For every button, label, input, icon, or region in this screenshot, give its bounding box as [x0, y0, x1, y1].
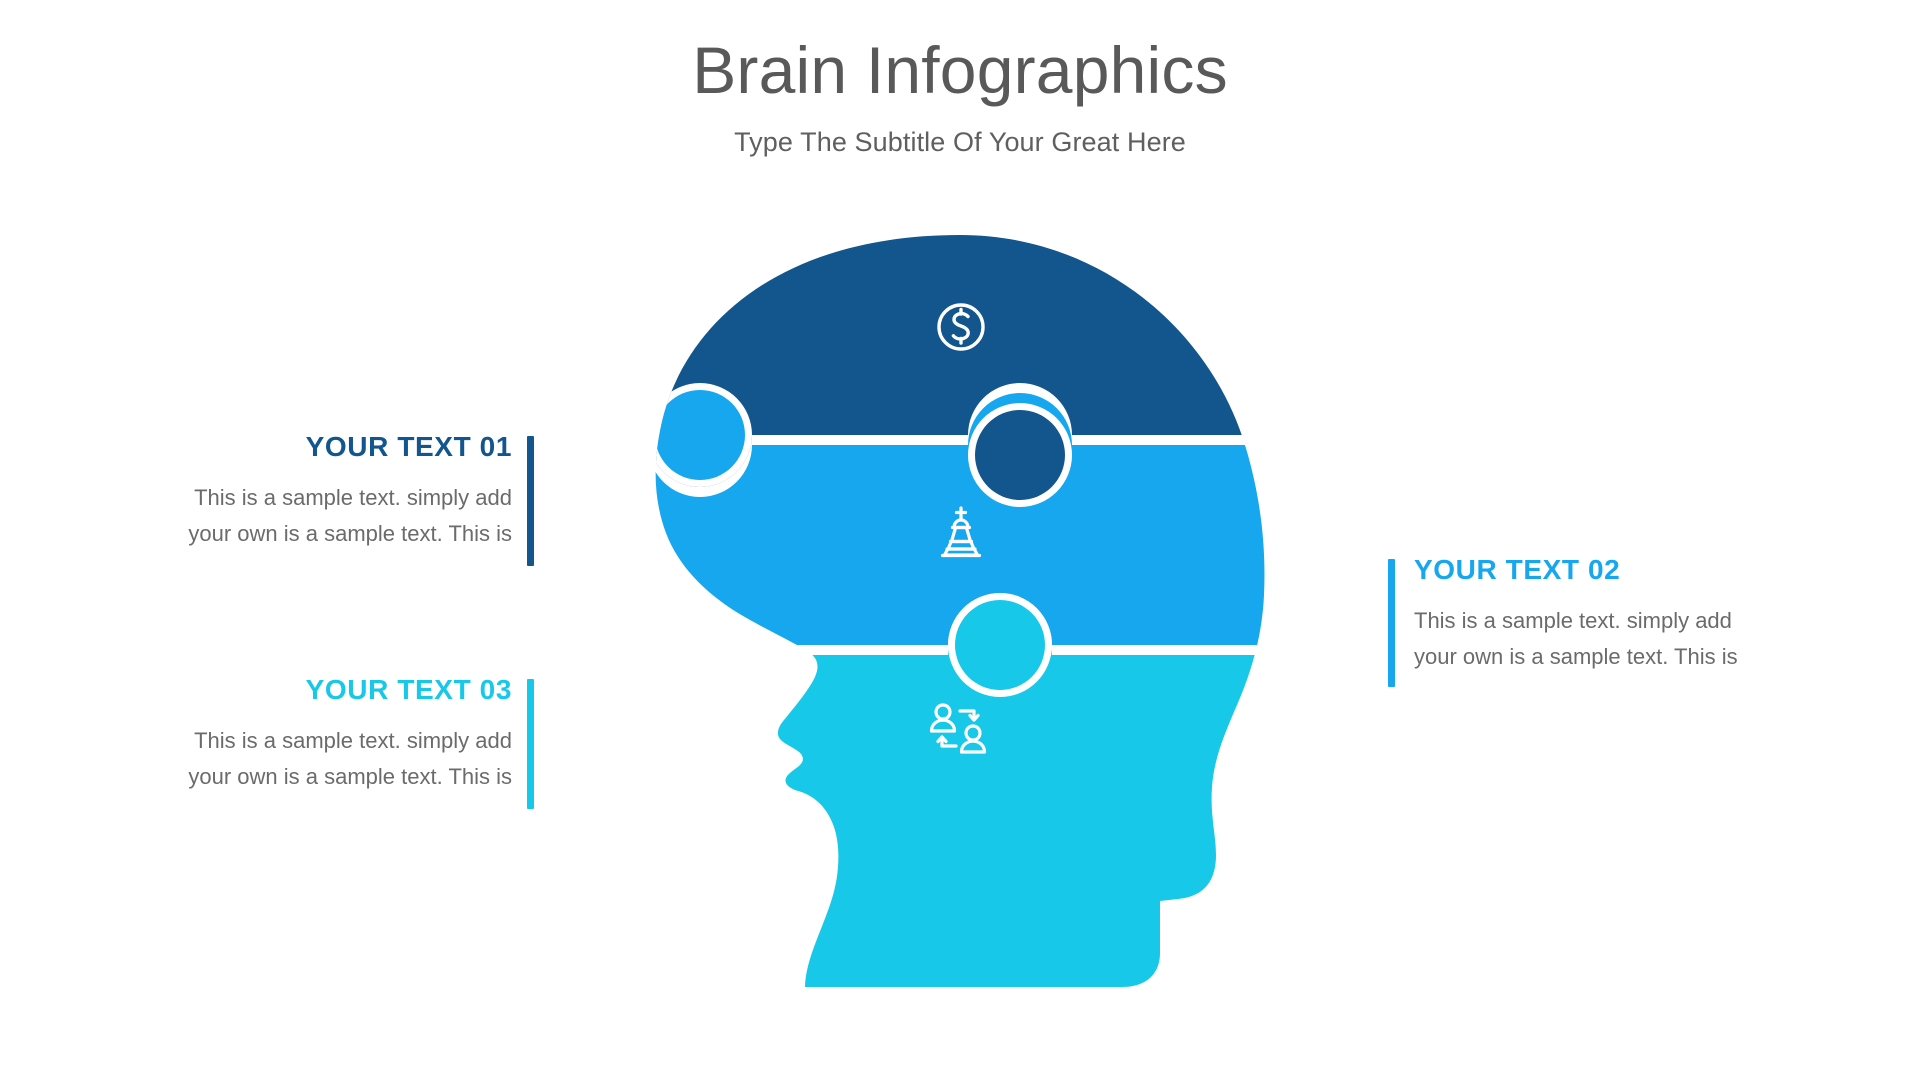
text-block-03-body: This is a sample text. simply add your o…: [140, 723, 512, 795]
knob-top-left: [655, 390, 745, 480]
page-header: Brain Infographics Type The Subtitle Of …: [0, 0, 1920, 158]
chess-king-icon: [940, 506, 982, 558]
text-block-02-body: This is a sample text. simply add your o…: [1414, 603, 1786, 675]
user-exchange-icon: [929, 703, 987, 754]
text-block-02-body-line-1: This is a sample text. simply add: [1414, 607, 1732, 633]
text-block-02-title: YOUR TEXT 02: [1414, 554, 1621, 585]
text-block-02-body-line-2: your own is a sample text. This is: [1414, 643, 1738, 669]
accent-bar-01: [527, 436, 534, 566]
accent-bar-02: [1388, 559, 1395, 687]
text-block-03-body-line-2: your own is a sample text. This is: [188, 763, 512, 789]
knob-top-right: [975, 410, 1065, 500]
head-puzzle-diagram: [600, 235, 1320, 995]
text-block-01[interactable]: YOUR TEXT 01 This is a sample text. simp…: [140, 431, 534, 566]
text-block-01-title: YOUR TEXT 01: [305, 431, 512, 462]
knob-ring-bottom-left: [655, 613, 728, 717]
accent-bar-03: [527, 679, 534, 809]
text-block-01-body: This is a sample text. simply add your o…: [140, 480, 512, 552]
knob-bottom-right: [955, 600, 1045, 690]
dollar-circle-icon: [937, 303, 985, 351]
knob-bottom-left: [655, 620, 721, 710]
page-subtitle: Type The Subtitle Of Your Great Here: [734, 127, 1186, 158]
text-block-03-title: YOUR TEXT 03: [305, 674, 512, 705]
text-block-03-body-line-1: This is a sample text. simply add: [194, 727, 512, 753]
text-block-01-body-line-2: your own is a sample text. This is: [188, 520, 512, 546]
page-title: Brain Infographics: [692, 33, 1228, 107]
text-block-02[interactable]: YOUR TEXT 02 This is a sample text. simp…: [1388, 554, 1786, 687]
text-block-03[interactable]: YOUR TEXT 03 This is a sample text. simp…: [140, 674, 534, 809]
text-block-01-body-line-1: This is a sample text. simply add: [194, 484, 512, 510]
